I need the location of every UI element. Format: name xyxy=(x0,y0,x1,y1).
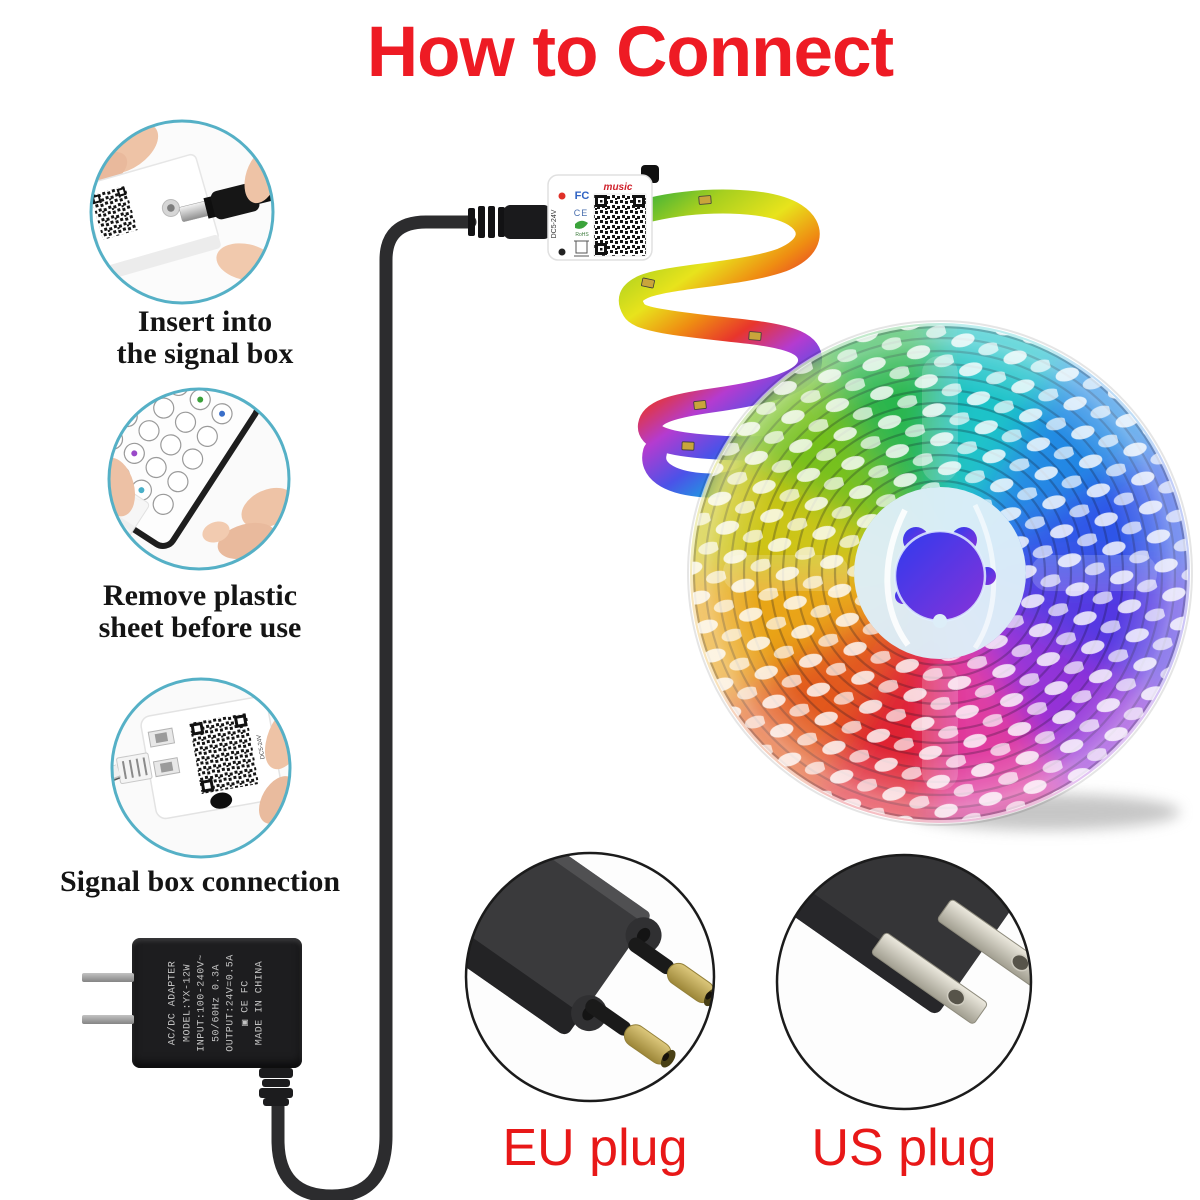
us-plug-label: US plug xyxy=(811,1119,997,1177)
caption-line: sheet before use xyxy=(98,611,302,645)
photo-insert-plug xyxy=(89,119,275,305)
adapter-strain-relief xyxy=(259,1068,293,1106)
page-title: How to Connect xyxy=(366,13,894,92)
power-cable xyxy=(259,205,550,1200)
adapter-label-line: MADE IN CHINA xyxy=(254,960,266,1046)
adapter-label: AC/DC ADAPTER MODEL:YX-12W INPUT:100-240… xyxy=(166,944,268,1062)
adapter-label-line: AC/DC ADAPTER xyxy=(167,960,179,1046)
adapter-label-line: MODEL:YX-12W xyxy=(181,964,193,1043)
fcc-mark: FC xyxy=(575,190,590,202)
photo-eu-plug xyxy=(464,851,716,1103)
weee-bin-icon xyxy=(574,240,589,257)
led-strip-reel xyxy=(687,320,1193,826)
ce-mark: CE xyxy=(574,208,589,218)
eu-plug-label: EU plug xyxy=(502,1119,688,1177)
rohs-label: RoHS xyxy=(575,232,589,238)
dc-plug-icon xyxy=(468,205,550,239)
eu-pin-icon xyxy=(585,998,676,1068)
us-blade-icon xyxy=(82,1015,134,1024)
photo-signal-box-connection: DC5-24V xyxy=(110,677,292,859)
qr-code xyxy=(91,185,138,240)
led-chip-icon xyxy=(641,195,762,451)
caption-signal-box-connection: Signal box connection xyxy=(30,865,370,898)
photo-remove-sheet xyxy=(107,387,291,571)
box-voltage: DC5-24V xyxy=(256,734,266,759)
caption-insert: Insert into the signal box xyxy=(55,305,355,371)
qr-code xyxy=(189,712,259,794)
controller-box: music DC5-24V FC CE RoHS xyxy=(547,165,659,261)
adapter-cert-marks: ▣ CE FC xyxy=(239,980,251,1026)
controller-logo: music xyxy=(604,182,633,193)
button-icon xyxy=(210,792,233,809)
power-led-icon xyxy=(558,192,566,200)
us-blade-icon xyxy=(937,899,1031,988)
adapter-label-line: OUTPUT:24V=0.5A xyxy=(225,954,237,1052)
caption-line: Insert into xyxy=(137,305,273,338)
four-pin-connector-icon xyxy=(116,752,153,785)
controller-voltage: DC5-24V xyxy=(551,209,558,238)
mic-dot-icon xyxy=(558,248,566,256)
power-adapter: AC/DC ADAPTER MODEL:YX-12W INPUT:100-240… xyxy=(82,938,302,1068)
adapter-label-line: INPUT:100-240V~ xyxy=(196,954,208,1052)
qr-code xyxy=(593,193,647,257)
us-blade-icon xyxy=(871,932,988,1024)
caption-line: the signal box xyxy=(116,337,294,371)
reel-hub xyxy=(854,487,1026,659)
adapter-label-line: 50/60Hz 0.3A xyxy=(210,964,222,1043)
caption-line: Signal box connection xyxy=(59,865,341,898)
rohs-leaf-icon: RoHS xyxy=(575,220,589,238)
caption-remove-sheet: Remove plastic sheet before use xyxy=(50,579,350,645)
us-blade-icon xyxy=(82,973,134,982)
caption-line: Remove plastic xyxy=(102,579,298,612)
